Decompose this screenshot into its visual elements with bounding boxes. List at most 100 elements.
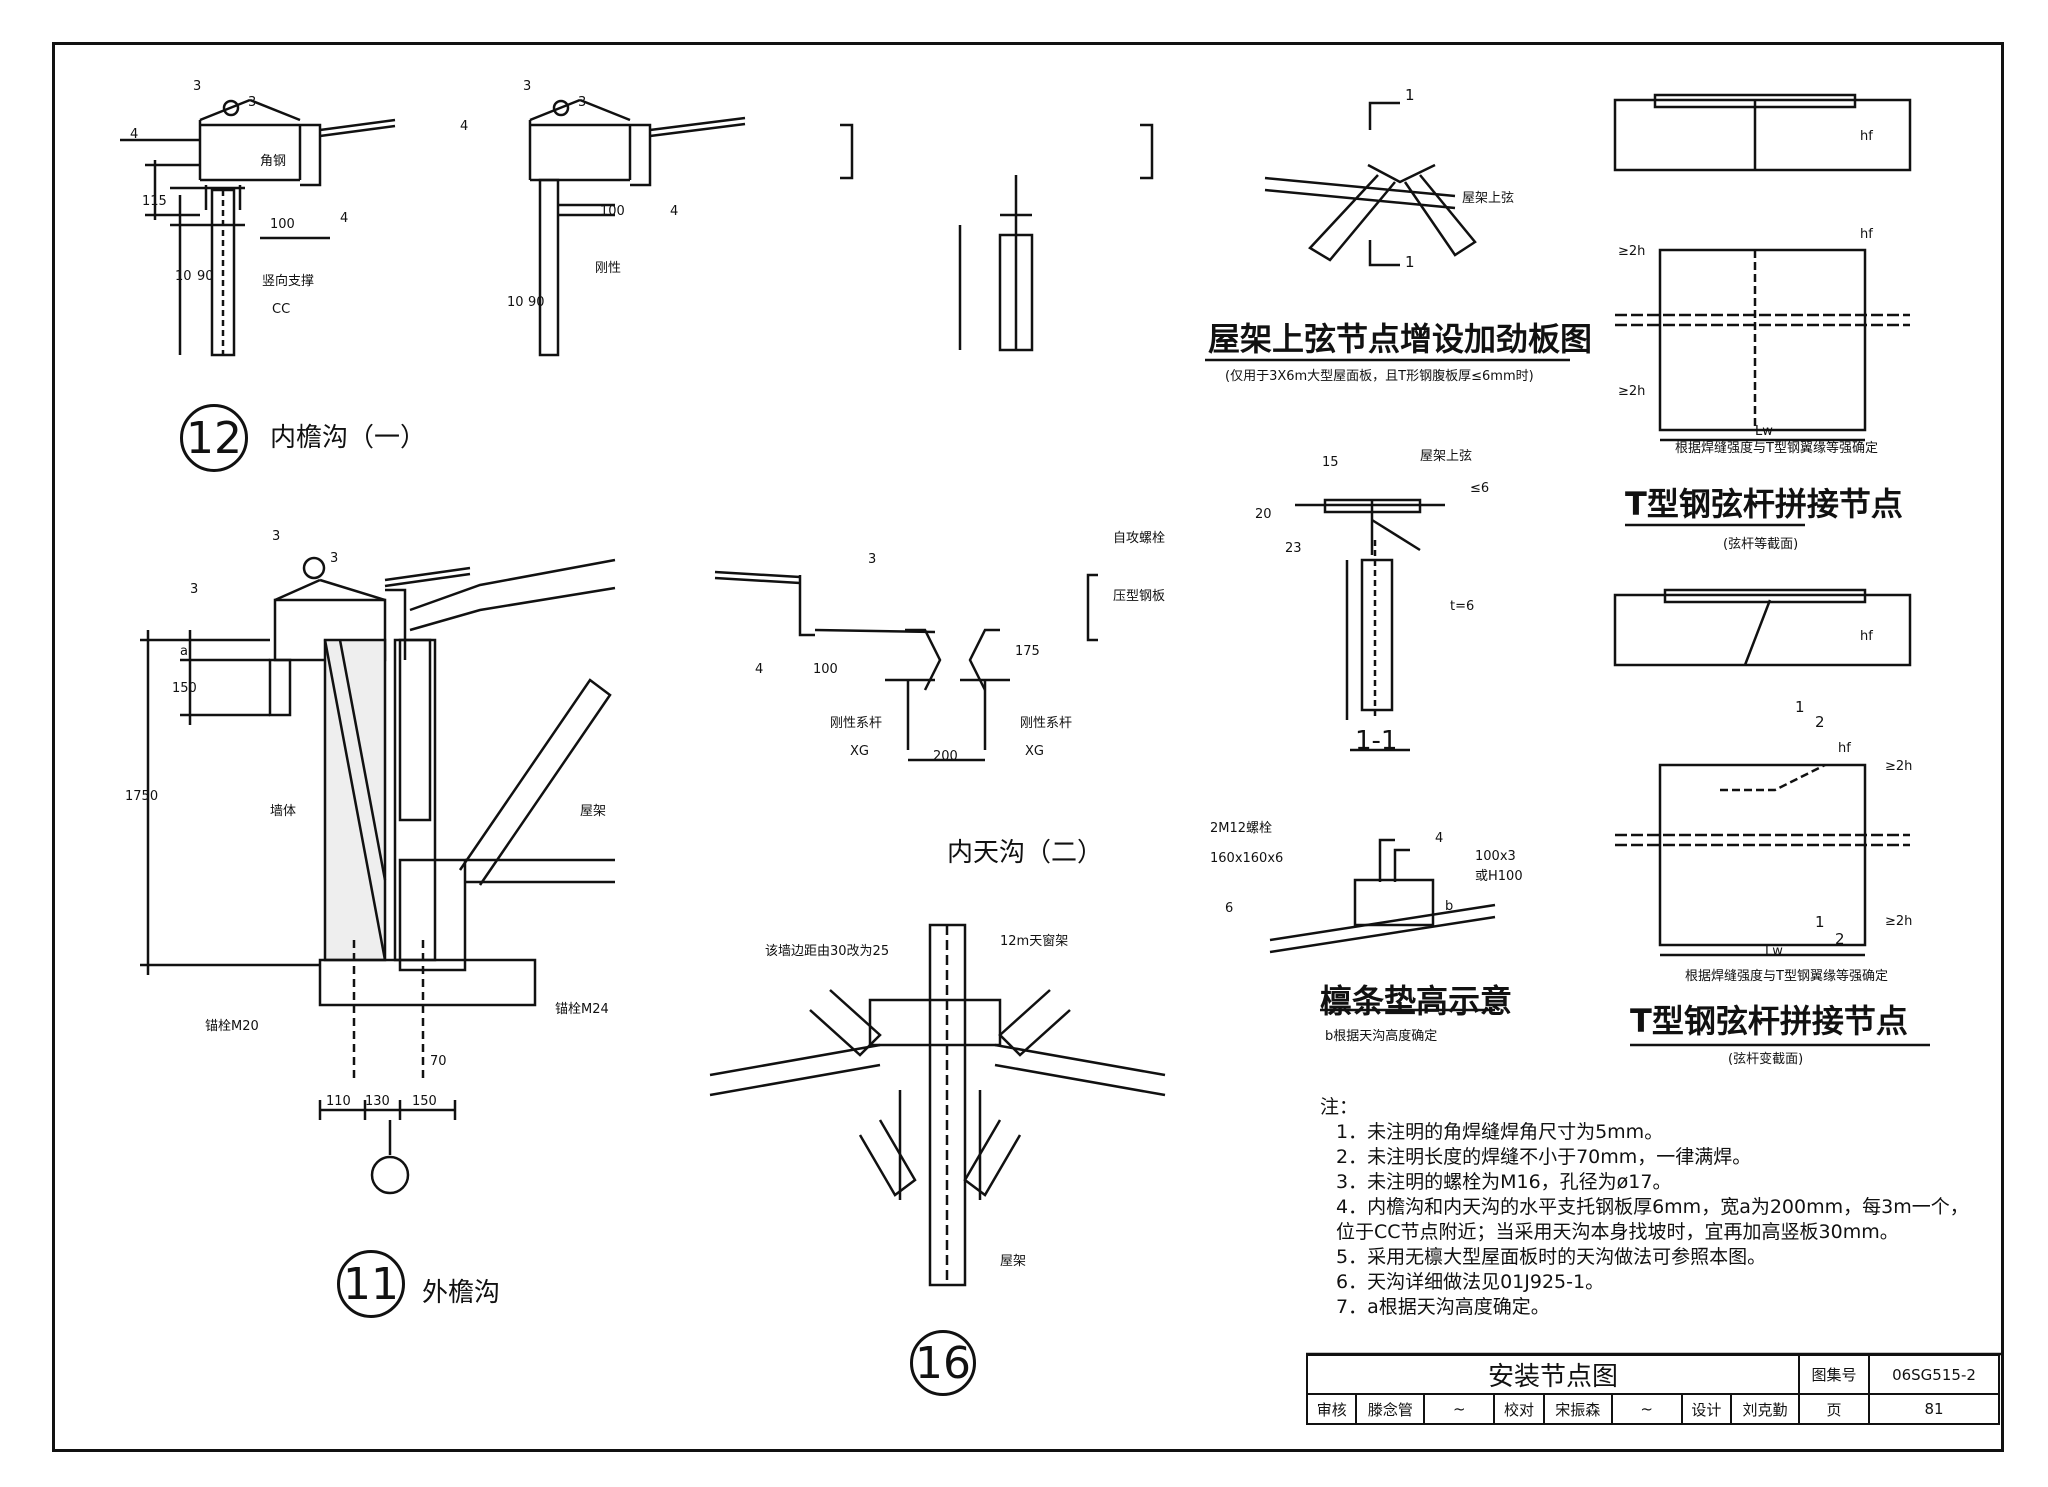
stiffener-sec-b: 1 xyxy=(1405,253,1415,271)
d11-dim-top: 3 xyxy=(272,529,281,544)
s11-dim-20: 20 xyxy=(1255,507,1272,522)
purlin-drawing xyxy=(1269,838,1496,1012)
stiffener-subtitle: (仅用于3X6m大型屋面板，且T形钢腹板厚≤6mm时) xyxy=(1225,369,1534,384)
purlin-angle: 100x3 xyxy=(1475,849,1516,864)
detail-12-title: 内檐沟（一） xyxy=(270,423,427,453)
ig2-rigid-b: 刚性系杆 xyxy=(1020,716,1073,731)
d16-note: 该墙边距由30改为25 xyxy=(765,944,890,959)
purlin-or-h: 或H100 xyxy=(1475,869,1523,884)
d12-cc: CC xyxy=(272,302,291,317)
section-1-1-title: 1-1 xyxy=(1355,726,1398,756)
d11-bolt-m20: 锚栓M20 xyxy=(205,1019,259,1034)
checker-name: 宋振森 xyxy=(1542,1393,1613,1425)
d12-dim-115: 115 xyxy=(142,194,167,209)
d12b-dim-100: 100 xyxy=(600,204,625,219)
stiffener-chord: 屋架上弦 xyxy=(1462,191,1515,206)
ig2-sheet: 压型钢板 xyxy=(1113,589,1166,604)
t-splice-2-drawing xyxy=(1613,588,1930,1047)
tsplice-2-r1a: 1 xyxy=(1795,698,1805,716)
d11-bolt-m24: 锚栓M24 xyxy=(555,1002,609,1017)
stiffener-title: 屋架上弦节点增设加劲板图 xyxy=(1208,320,1593,358)
tsplice-2-title: T型钢弦杆拼接节点 xyxy=(1630,1002,1908,1040)
d12-weld-3: 3 xyxy=(248,95,257,110)
d12-dim-100: 100 xyxy=(270,217,295,232)
tsplice-2-note: 根据焊缝强度与T型钢翼缘等强确定 xyxy=(1685,969,1888,984)
ig2-dim-175: 175 xyxy=(1015,644,1040,659)
note-item: 位于CC节点附近；当采用天沟本身找坡时，宜再加高竖板30mm。 xyxy=(1336,1221,1899,1243)
detail-12-number: 12 xyxy=(180,404,248,472)
tsplice-1-h2a: ≥2h xyxy=(1618,244,1646,259)
atlas-number: 06SG515-2 xyxy=(1868,1354,2000,1395)
check-label: 校对 xyxy=(1493,1393,1545,1425)
detail-11-drawing xyxy=(140,556,616,1195)
d12b-weld-3: 3 xyxy=(578,95,587,110)
detail-11-title: 外檐沟 xyxy=(422,1278,501,1308)
d12-dim-10: 10 xyxy=(175,269,192,284)
ig2-rigid-a: 刚性系杆 xyxy=(830,716,883,731)
ig2-weld-4: 4 xyxy=(755,662,764,677)
tsplice-2-sub: (弦杆变截面) xyxy=(1728,1052,1804,1067)
d11-dim-1750: 1750 xyxy=(125,789,159,804)
checker-signature: ~ xyxy=(1610,1393,1683,1425)
d11-dim-130: 130 xyxy=(365,1094,390,1109)
d12b-weld-4a: 4 xyxy=(460,119,469,134)
d12-brace: 竖向支撑 xyxy=(262,274,315,289)
note-item: 2．未注明长度的焊缝不小于70mm，一律满焊。 xyxy=(1336,1146,1752,1168)
d11-dim-150b: 150 xyxy=(412,1094,437,1109)
purlin-plate: 160x160x6 xyxy=(1210,851,1284,866)
d12b-dim-90: 90 xyxy=(528,295,545,310)
tsplice-2-h2b: ≥2h xyxy=(1885,914,1913,929)
drawing-title: 安装节点图 xyxy=(1306,1354,1800,1395)
tsplice-1-hf-a: hf xyxy=(1860,129,1873,144)
s11-t6: t=6 xyxy=(1450,599,1475,614)
tsplice-2-h2a: ≥2h xyxy=(1885,759,1913,774)
tsplice-1-note: 根据焊缝强度与T型钢翼缘等强确定 xyxy=(1675,441,1878,456)
d11-dim-110: 110 xyxy=(326,1094,351,1109)
middle-channel-sketches xyxy=(840,123,1154,352)
note-item: 5．采用无檩大型屋面板时的天沟做法可参照本图。 xyxy=(1336,1246,1767,1268)
stiffener-sec-a: 1 xyxy=(1405,86,1415,104)
d11-weld-3: 3 xyxy=(330,551,339,566)
purlin-bolt: 2M12螺栓 xyxy=(1210,821,1273,836)
ig2-xg-a: XG xyxy=(850,744,869,759)
d11-wall: 墙体 xyxy=(270,804,297,819)
s11-chord: 屋架上弦 xyxy=(1420,449,1473,464)
d11-dim-150: 150 xyxy=(172,681,197,696)
d12-dim-90: 90 xyxy=(197,269,214,284)
tsplice-2-hf-b: hf xyxy=(1838,741,1851,756)
page-label: 页 xyxy=(1798,1393,1870,1425)
purlin-w6: 6 xyxy=(1225,901,1234,916)
t-splice-1-drawing xyxy=(1613,93,1912,527)
ig2-xg-b: XG xyxy=(1025,744,1044,759)
page-number: 81 xyxy=(1868,1393,2000,1425)
detail-16-number: 16 xyxy=(910,1330,976,1396)
reviewer-signature: ~ xyxy=(1423,1393,1496,1425)
notes-heading: 注： xyxy=(1320,1096,1359,1118)
tsplice-2-r1b: 1 xyxy=(1815,913,1825,931)
note-item: 7．a根据天沟高度确定。 xyxy=(1336,1296,1550,1318)
note-item: 6．天沟详细做法见01J925-1。 xyxy=(1336,1271,1605,1293)
tsplice-1-lw: Lw xyxy=(1755,424,1773,439)
d11-dim-a: a xyxy=(180,644,188,659)
review-label: 审核 xyxy=(1305,1393,1358,1425)
tsplice-2-hf-a: hf xyxy=(1860,629,1873,644)
inner-gutter-2-title: 内天沟（二） xyxy=(947,838,1104,868)
d12-weld-4b: 4 xyxy=(340,211,349,226)
d11-dim-70: 70 xyxy=(430,1054,447,1069)
tsplice-1-hf-b: hf xyxy=(1860,227,1873,242)
tsplice-2-lw: Lw xyxy=(1765,944,1783,959)
stiffener-drawing xyxy=(1205,101,1570,362)
ig2-screw: 自攻螺栓 xyxy=(1113,531,1166,546)
detail-16-drawing xyxy=(709,923,1166,1287)
purlin-sub: b根据天沟高度确定 xyxy=(1325,1029,1438,1044)
general-notes: 注： 1．未注明的角焊缝焊角尺寸为5mm。 2．未注明长度的焊缝不小于70mm，… xyxy=(1320,1095,1969,1320)
detail-11-number: 11 xyxy=(337,1250,405,1318)
title-block: 安装节点图 图集号 06SG515-2 审核 滕念管 ~ 校对 宋振森 ~ 设计… xyxy=(1305,1354,2000,1425)
tsplice-1-title: T型钢弦杆拼接节点 xyxy=(1625,485,1903,523)
detail-inner-gutter-2-drawing xyxy=(714,570,1098,762)
ig2-dim-200: 200 xyxy=(933,749,958,764)
detail-12-left-drawing xyxy=(120,98,396,357)
d12b-dim-top: 3 xyxy=(523,79,532,94)
d16-frame: 12m天窗架 xyxy=(1000,934,1069,949)
